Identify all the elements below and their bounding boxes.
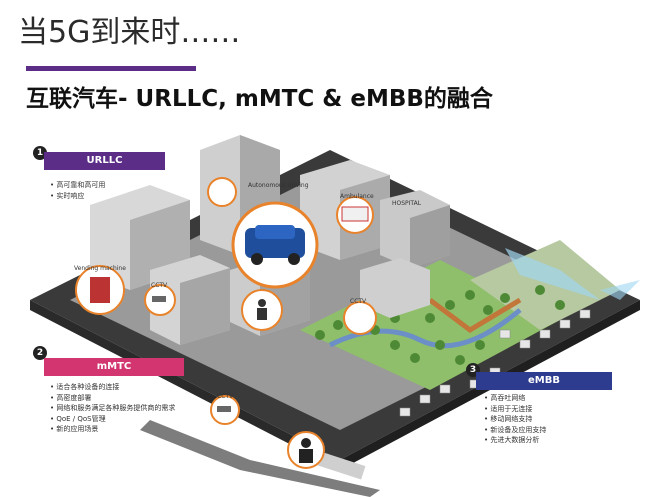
- autonomous-label: Autonomous driving: [248, 182, 309, 189]
- embb-feature: 高吞吐网络: [484, 393, 546, 404]
- mmtc-feature: 高密度部署: [50, 393, 175, 404]
- embb-features: 高吞吐网络 适用于无连接 移动网络支持 新设备及应用支持 先进大数据分析: [484, 393, 546, 446]
- rail-track: [140, 420, 380, 497]
- page-subtitle: 互联汽车- URLLC, mMTC & eMBB的融合: [26, 86, 493, 112]
- mmtc-feature: 适合各种设备的连接: [50, 382, 175, 393]
- mmtc-features: 适合各种设备的连接 高密度部署 网络和服务满足各种服务提供商的需求 QoE / …: [50, 382, 175, 435]
- cctv-callout-park: [343, 301, 377, 335]
- embb-feature: 适用于无连接: [484, 404, 546, 415]
- mmtc-feature: 新的应用场景: [50, 424, 175, 435]
- embb-feature: 新设备及应用支持: [484, 425, 546, 436]
- urllc-tag: URLLC: [44, 152, 165, 170]
- embb-feature: 移动网络支持: [484, 414, 546, 425]
- title-underline: [26, 66, 196, 71]
- mmtc-tag: mMTC: [44, 358, 184, 376]
- vending-label: Vending machine: [74, 265, 126, 272]
- page-title: 当5G到来时……: [18, 15, 241, 50]
- hospital-label: HOSPITAL: [392, 200, 422, 207]
- city-illustration: [30, 135, 640, 497]
- cctv-label-bottom: CCTV: [217, 393, 234, 400]
- sensor-callout: [207, 177, 237, 207]
- section-1-number: 1: [33, 146, 47, 160]
- cctv-label-park: CCTV: [350, 298, 367, 305]
- embb-tag: eMBB: [476, 372, 612, 390]
- cctv-label-left: CCTV: [151, 282, 168, 289]
- section-2-number: 2: [33, 346, 47, 360]
- embb-feature: 先进大数据分析: [484, 435, 546, 446]
- ambulance-label: Ambulance: [340, 193, 374, 200]
- mmtc-feature: 网络和服务满足各种服务提供商的需求: [50, 403, 175, 414]
- urllc-features: 高可靠和高可用 实时响应: [50, 180, 105, 201]
- mmtc-feature: QoE / QoS管理: [50, 414, 175, 425]
- urllc-feature: 高可靠和高可用: [50, 180, 105, 191]
- embb-beam: [505, 248, 600, 300]
- urllc-feature: 实时响应: [50, 191, 105, 202]
